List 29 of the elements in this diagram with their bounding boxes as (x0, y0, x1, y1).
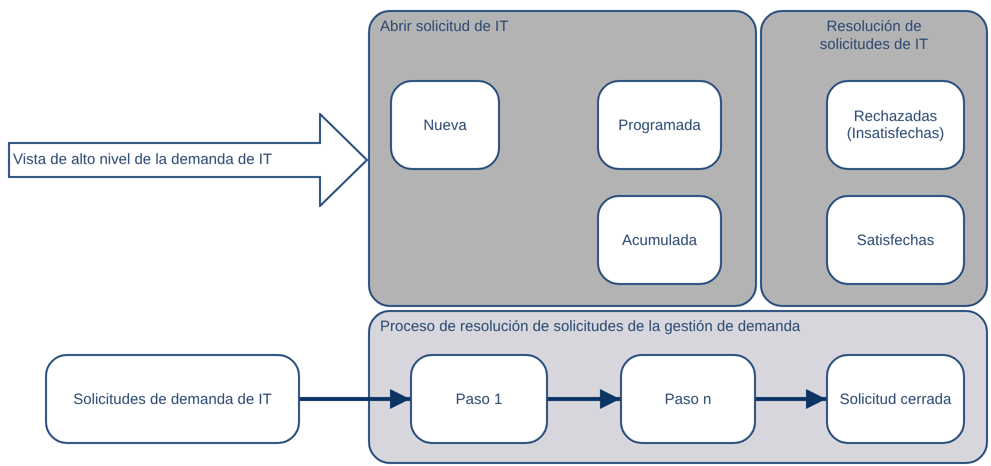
group-panel (760, 10, 988, 307)
state-box (826, 80, 965, 170)
state-box (597, 195, 722, 285)
box-label: Solicitudes de demanda de IT (73, 390, 272, 408)
box-label: Satisfechas (856, 232, 934, 248)
box-label: Programada (618, 116, 701, 134)
group-title: Resolución de solicitudes de IT (818, 18, 930, 54)
state-box (826, 354, 965, 444)
arrow (548, 389, 620, 409)
arrow-label: Vista de alto nivel de la demanda de IT (13, 151, 272, 169)
arrow (300, 389, 410, 409)
box-label: Paso n (664, 390, 712, 408)
box-label: Rechazadas (Insatisfechas) (846, 108, 946, 142)
state-box (620, 354, 756, 444)
group-title: Proceso de resolución de solicitudes de la gestión de demanda (380, 318, 800, 336)
block-arrow (8, 113, 368, 207)
state-box (410, 354, 548, 444)
box-label: Paso 1 (456, 390, 502, 408)
arrow (756, 389, 826, 409)
group-panel (368, 310, 988, 464)
group-panel (368, 10, 757, 307)
box-label: Solicitud cerrada (840, 390, 952, 408)
state-box (390, 80, 500, 170)
state-box (826, 195, 965, 285)
box-label: Nueva (423, 116, 467, 134)
box-label: Acumulada (622, 232, 698, 248)
state-box (597, 80, 722, 170)
group-title: Abrir solicitud de IT (380, 18, 508, 36)
state-box (45, 354, 300, 444)
